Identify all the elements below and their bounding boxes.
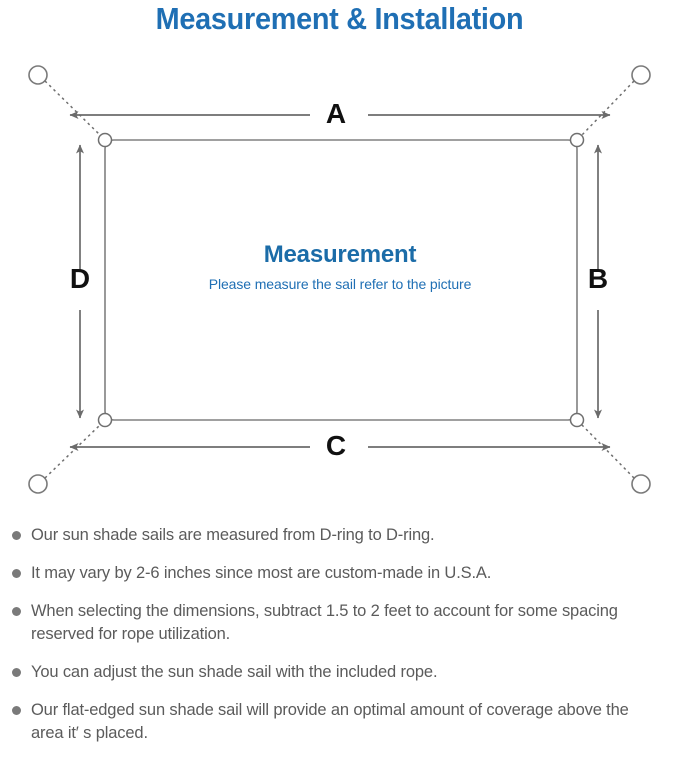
note-text: You can adjust the sun shade sail with t… (31, 663, 438, 681)
anchor-point-top-right (631, 65, 651, 85)
d-ring-top-left (97, 132, 113, 148)
anchor-point-bottom-left (28, 474, 48, 494)
d-ring-bottom-left (97, 412, 113, 428)
note-text: Our sun shade sails are measured from D-… (31, 526, 435, 544)
rope-line-bottom-right (581, 424, 635, 479)
dimension-label-b: B (587, 263, 609, 294)
diagram-svg (28, 65, 651, 494)
rope-line-top-right (581, 80, 635, 136)
anchor-point-bottom-right (631, 474, 651, 494)
list-item: Our flat-edged sun shade sail will provi… (0, 699, 679, 745)
anchor-point-top-left (28, 65, 48, 85)
list-item: When selecting the dimensions, subtract … (0, 600, 679, 646)
dimension-label-a: A (325, 98, 347, 129)
d-ring-top-right (569, 132, 585, 148)
rope-line-bottom-left (44, 424, 101, 479)
page-title: Measurement & Installation (155, 1, 524, 36)
sail-shape (104, 139, 578, 421)
bullet-icon (12, 668, 21, 677)
note-text: Our flat-edged sun shade sail will provi… (31, 701, 629, 742)
notes-list: Our sun shade sails are measured from D-… (0, 524, 679, 760)
note-text: When selecting the dimensions, subtract … (31, 602, 618, 643)
bullet-icon (12, 569, 21, 578)
list-item: Our sun shade sails are measured from D-… (0, 524, 679, 547)
bullet-icon (12, 531, 21, 540)
bullet-icon (12, 706, 21, 715)
bullet-icon (12, 607, 21, 616)
dimension-label-c: C (325, 430, 347, 461)
dimension-label-d: D (69, 263, 91, 294)
rope-line-top-left (44, 80, 101, 136)
measurement-installation-page: Measurement & Installation (0, 1, 679, 742)
sail-measurement-diagram: A B C D Measurement Please measure the s… (0, 44, 679, 514)
list-item: You can adjust the sun shade sail with t… (0, 661, 679, 684)
d-ring-bottom-right (569, 412, 585, 428)
list-item: It may vary by 2-6 inches since most are… (0, 562, 679, 585)
note-text: It may vary by 2-6 inches since most are… (31, 564, 492, 582)
